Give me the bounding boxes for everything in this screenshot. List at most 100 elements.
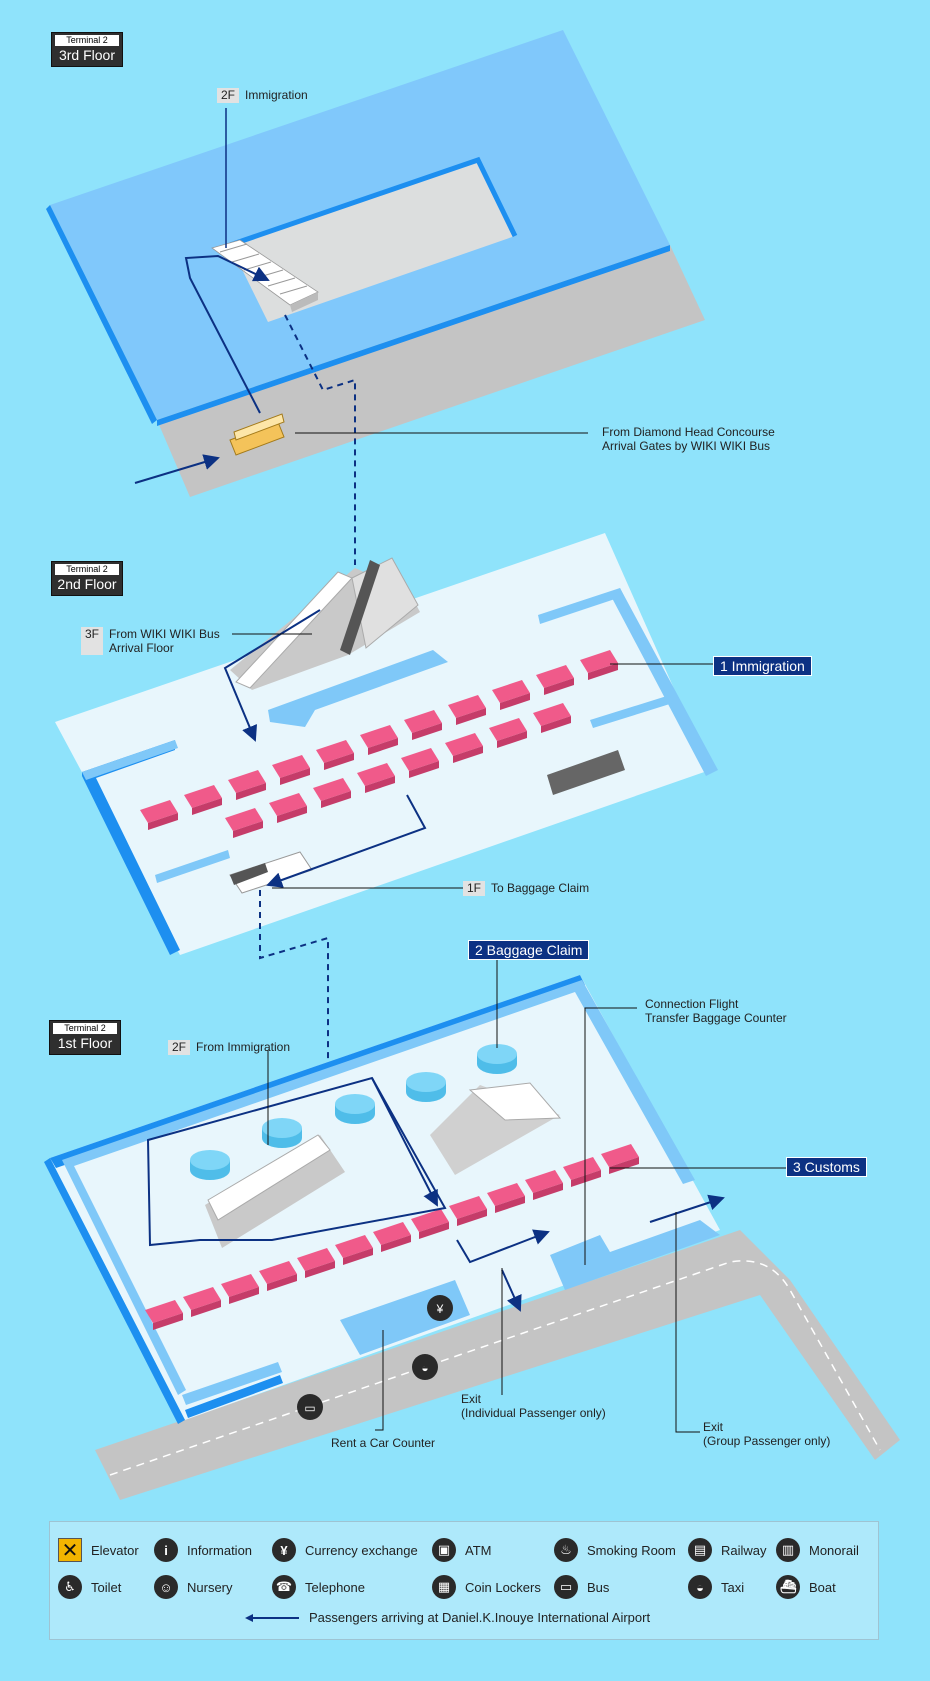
counter-side — [365, 776, 395, 793]
legend-label: Smoking Room — [587, 1542, 676, 1558]
connection-flight-label: Connection Flight Transfer Baggage Count… — [645, 997, 787, 1025]
label-text: From Immigration — [196, 1040, 291, 1054]
legend-label: Elevator — [91, 1542, 139, 1558]
baggage-carousel — [335, 1094, 375, 1114]
legend-item: ▭Bus — [554, 1573, 609, 1601]
counter-side — [419, 1222, 449, 1239]
escalator-1f-right — [430, 1082, 562, 1175]
currency-exchange-icon: ¥ — [272, 1538, 296, 1562]
counter-side — [236, 783, 266, 800]
counter-side — [229, 1287, 259, 1304]
floor-name: 3rd Floor — [58, 47, 116, 63]
label-text: To Baggage Claim — [491, 881, 590, 895]
counter — [404, 710, 442, 733]
elevator-icon: ✕ — [58, 1538, 82, 1562]
legend-item: ♿Toilet — [58, 1573, 121, 1601]
counter-side — [233, 821, 263, 838]
terminal-label: Terminal 2 — [53, 1023, 117, 1034]
counter-side — [277, 806, 307, 823]
baggage-carousel — [406, 1072, 446, 1092]
counter — [228, 770, 266, 793]
exit-group-label: Exit (Group Passenger only) — [703, 1420, 830, 1448]
legend-item: ✕ Elevator — [58, 1536, 139, 1564]
wiki-wiki-bus — [229, 413, 285, 456]
floor-chip: 2F — [168, 1040, 191, 1055]
legend-label: Taxi — [721, 1579, 745, 1595]
counter-side — [609, 1157, 639, 1174]
floor-tag-2f: Terminal 2 2nd Floor — [51, 561, 123, 596]
floor-chip: 2F — [217, 88, 240, 103]
immigration-counters — [140, 650, 618, 838]
legend-route-label: Passengers arriving at Daniel.K.Inouye I… — [309, 1610, 651, 1625]
counter — [357, 763, 395, 786]
legend-item: ▤Railway — [688, 1536, 767, 1564]
legend-label: ATM — [465, 1542, 492, 1558]
counter — [536, 665, 574, 688]
counter-side — [368, 738, 398, 755]
label-line-1: Exit — [703, 1420, 724, 1434]
counter — [297, 1248, 335, 1271]
counter — [183, 1287, 221, 1310]
counter — [489, 718, 527, 741]
counter-side — [533, 1183, 563, 1200]
terminal-label: Terminal 2 — [55, 35, 119, 46]
counter-side — [381, 1235, 411, 1252]
exit-individual-label: Exit (Individual Passenger only) — [461, 1392, 606, 1420]
from-immigration-label: 2F From Immigration — [168, 1040, 290, 1055]
bus-icon: ▭ — [554, 1575, 578, 1599]
floor-chip: 3F — [81, 627, 104, 655]
telephone-icon: ☎ — [272, 1575, 296, 1599]
railway-icon: ▤ — [688, 1538, 712, 1562]
counter-side — [412, 723, 442, 740]
counter-side — [148, 813, 178, 830]
svg-text:¥: ¥ — [436, 1302, 444, 1316]
counter-side — [500, 693, 530, 710]
legend-label: Monorail — [809, 1542, 859, 1558]
counter — [448, 695, 486, 718]
legend-route-row: Passengers arriving at Daniel.K.Inouye I… — [245, 1610, 650, 1625]
counter — [411, 1209, 449, 1232]
taxi-icon: ◒ — [688, 1575, 712, 1599]
customs-step-box: 3 Customs — [786, 1157, 867, 1177]
counter-side — [588, 663, 618, 680]
escalator-1f-left — [205, 1134, 345, 1248]
counter-side — [457, 1209, 487, 1226]
counter — [360, 725, 398, 748]
counter-side — [453, 746, 483, 763]
counter-side — [321, 791, 351, 808]
legend-label: Nursery — [187, 1579, 233, 1595]
counter — [269, 793, 307, 816]
counter — [373, 1222, 411, 1245]
counter-side — [456, 708, 486, 725]
route-arrow-icon — [245, 1613, 299, 1622]
counter — [313, 778, 351, 801]
counter-side — [305, 1261, 335, 1278]
currency-exchange-icon: ¥ — [427, 1295, 453, 1321]
counter-side — [409, 761, 439, 778]
counter-side — [495, 1196, 525, 1213]
label-line-2: Arrival Gates by WIKI WIKI Bus — [602, 439, 771, 453]
counter — [221, 1274, 259, 1297]
immigration-step-box: 1 Immigration — [713, 656, 812, 676]
atm-icon: ▣ — [432, 1538, 456, 1562]
counter — [580, 650, 618, 673]
legend-label: Information — [187, 1542, 253, 1558]
baggage-carousel — [190, 1150, 230, 1170]
counter-side — [324, 753, 354, 770]
counter-side — [541, 716, 571, 733]
counter-side — [153, 1313, 183, 1330]
baggage-claim-step-box: 2 Baggage Claim — [468, 940, 590, 960]
counter — [335, 1235, 373, 1258]
baggage-carousel — [477, 1044, 517, 1064]
counter — [487, 1183, 525, 1206]
counter — [445, 733, 483, 756]
legend-label: Coin Lockers — [465, 1579, 541, 1595]
first-floor-plan: ◒ ▭ ¥ — [44, 958, 900, 1500]
legend-item: ▦Coin Lockers — [432, 1573, 541, 1601]
counter-side — [571, 1170, 601, 1187]
svg-text:▭: ▭ — [304, 1401, 315, 1415]
